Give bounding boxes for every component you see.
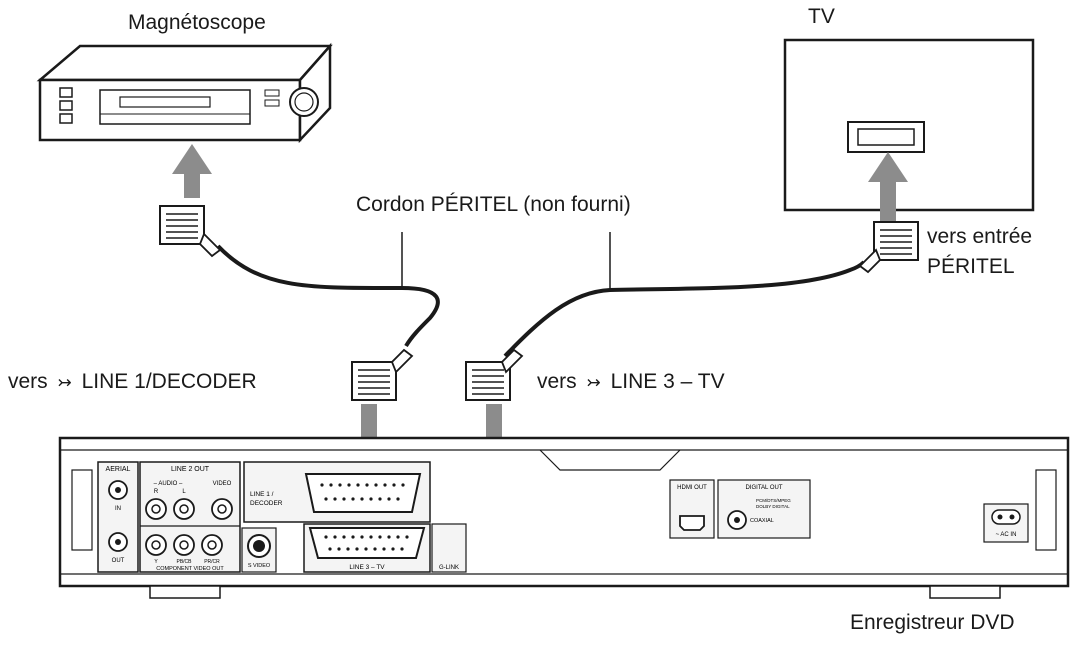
scart-arrow-icon: ↣ bbox=[586, 373, 601, 392]
comp-y-label: Y bbox=[154, 559, 158, 565]
pcm-label-a: PCM/DTS/MPEG bbox=[756, 498, 791, 503]
coaxial-label: COAXIAL bbox=[750, 518, 774, 524]
line3-tv-panel-label: LINE 3 – TV bbox=[349, 564, 385, 571]
scart-cord-label: Cordon PÉRITEL (non fourni) bbox=[356, 193, 631, 216]
line2-out-label: LINE 2 OUT bbox=[171, 466, 210, 473]
audio-l-label: L bbox=[182, 489, 186, 495]
arrow-to-vcr bbox=[172, 144, 212, 198]
tv-input-label-line2: PÉRITEL bbox=[927, 255, 1015, 278]
aerial-in-label: IN bbox=[115, 506, 121, 512]
video-label: VIDEO bbox=[213, 481, 232, 487]
line1-decoder-label-b: DECODER bbox=[250, 500, 283, 507]
line1-decoder-label-a: LINE 1 / bbox=[250, 491, 274, 498]
scart-plug-tv-end bbox=[858, 221, 919, 274]
arrow-to-tv bbox=[868, 152, 908, 222]
aerial-label: AERIAL bbox=[106, 466, 131, 473]
vcr-label: Magnétoscope bbox=[128, 11, 266, 34]
scart-cable-right bbox=[503, 232, 866, 358]
scart-plug-line1-end bbox=[351, 348, 414, 401]
svideo-label: S VIDEO bbox=[248, 563, 271, 569]
scart-arrow-icon: ↣ bbox=[57, 373, 72, 392]
digital-out-label: DIGITAL OUT bbox=[745, 485, 782, 491]
scart-plug-line3-end bbox=[465, 348, 524, 401]
tv-input-label-line1: vers entrée bbox=[927, 225, 1033, 248]
aerial-out-label: OUT bbox=[112, 558, 125, 564]
scart-cable-left bbox=[216, 232, 440, 348]
tv-device bbox=[783, 38, 1035, 212]
dvd-recorder-label: Enregistreur DVD bbox=[850, 611, 1015, 634]
line1-name: LINE 1/DECODER bbox=[81, 370, 257, 393]
line3-name: LINE 3 – TV bbox=[610, 370, 725, 393]
tv-label: TV bbox=[808, 5, 835, 28]
glink-label: G-LINK bbox=[439, 565, 459, 571]
line3-tv-callout: vers ↣ LINE 3 – TV bbox=[537, 371, 725, 392]
pcm-label-b: DOLBY DIGITAL bbox=[756, 504, 790, 509]
hdmi-out-label: HDMI OUT bbox=[677, 485, 707, 491]
audio-label: – AUDIO – bbox=[154, 481, 183, 487]
line1-prefix: vers bbox=[8, 370, 48, 393]
vcr-device bbox=[36, 42, 333, 144]
scart-plug-vcr-end bbox=[159, 205, 222, 258]
line1-decoder-callout: vers ↣ LINE 1/DECODER bbox=[8, 371, 257, 392]
dvd-recorder: AERIAL IN OUT LINE 2 OUT – AUDIO – VIDEO… bbox=[58, 436, 1070, 599]
component-video-out-label: COMPONENT VIDEO OUT bbox=[156, 566, 224, 572]
comp-pb-label: PB/CB bbox=[176, 559, 192, 565]
line3-prefix: vers bbox=[537, 370, 577, 393]
comp-pr-label: PR/CR bbox=[204, 559, 220, 565]
ac-in-label: ~ AC IN bbox=[996, 532, 1017, 538]
audio-r-label: R bbox=[154, 489, 159, 495]
